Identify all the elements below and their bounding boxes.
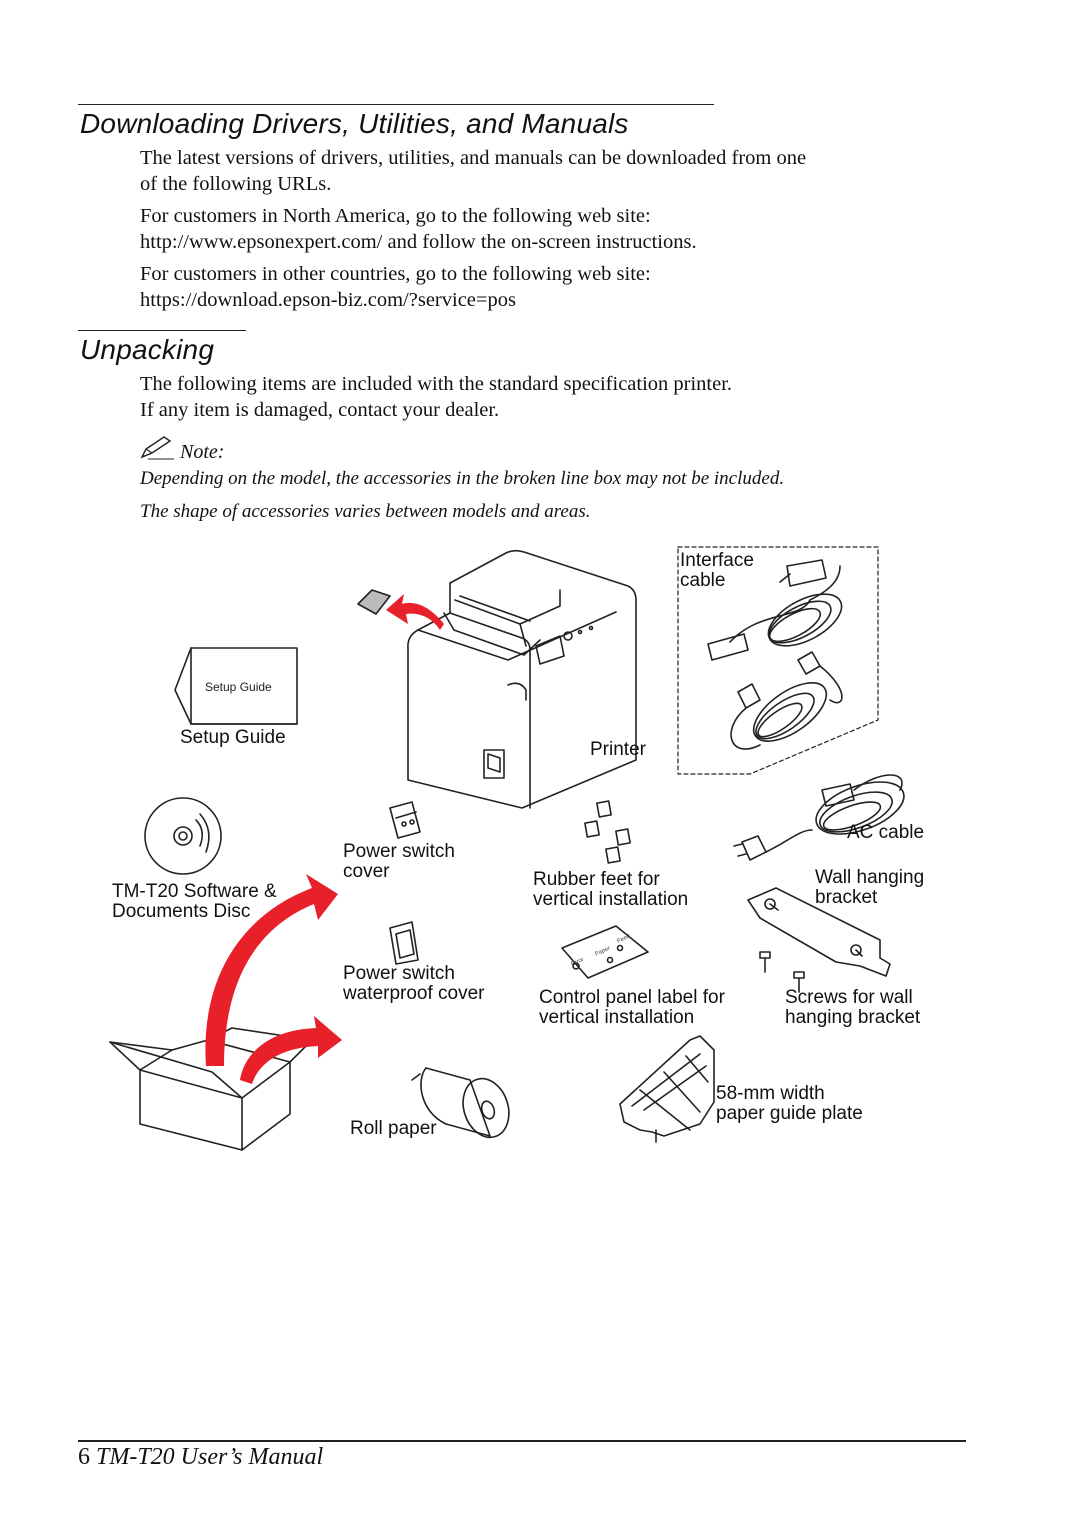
label-line: Power switch: [343, 841, 455, 862]
label-ac-cable: AC cable: [847, 822, 925, 843]
paragraph-line: The following items are included with th…: [140, 373, 733, 395]
label-error-text: Error: [570, 957, 585, 968]
manual-title: TM-T20 User’s Manual: [96, 1444, 324, 1470]
section-heading-downloading: Downloading Drivers, Utilities, and Manu…: [80, 108, 629, 139]
screws-drawing: [759, 951, 805, 993]
label-line: cover: [343, 861, 390, 882]
label-line: Rubber feet for: [533, 869, 660, 890]
note-label: Note:: [180, 441, 225, 463]
paragraph-line: of the following URLs.: [140, 173, 332, 195]
label-interface-cable: Interface cable: [680, 551, 754, 591]
interface-cable-drawing: [707, 559, 843, 750]
printer-drawing: [407, 549, 637, 809]
note-text-line: The shape of accessories varies between …: [140, 501, 591, 522]
pencil-icon: [140, 436, 174, 460]
label-line: paper guide plate: [716, 1103, 863, 1124]
ac-cable-drawing: [733, 774, 905, 861]
section-heading-unpacking: Unpacking: [80, 334, 215, 365]
label-line: Screws for wall: [785, 987, 913, 1008]
setup-guide-booklet: [174, 647, 298, 725]
page-number: 6: [78, 1444, 90, 1470]
red-arrow-paper-out: [386, 594, 444, 630]
paragraph-line: If any item is damaged, contact your dea…: [140, 399, 500, 421]
page-footer: 6 TM-T20 User’s Manual: [78, 1444, 323, 1471]
label-roll-paper: Roll paper: [350, 1118, 437, 1139]
waterproof-cover-drawing: [389, 921, 419, 965]
label-rubber-feet: Rubber feet for vertical installation: [533, 870, 688, 910]
note-text-line: Depending on the model, the accessories …: [140, 468, 785, 489]
roll-paper-drawing: [411, 1067, 510, 1139]
label-waterproof-cover: Power switch waterproof cover: [343, 964, 485, 1004]
label-line: vertical installation: [539, 1007, 695, 1028]
heading-rule-1: [78, 104, 714, 105]
label-line: Interface: [680, 550, 754, 571]
optional-items-dashed-box: [677, 546, 879, 775]
label-line: TM-T20 Software &: [112, 881, 277, 902]
heading-rule-2: [78, 330, 246, 331]
label-line: cable: [680, 570, 726, 591]
red-arrow-small: [240, 1016, 342, 1084]
label-software-disc: TM-T20 Software & Documents Disc: [112, 882, 277, 922]
label-line: vertical installation: [533, 889, 689, 910]
label-feed-text: Feed: [616, 934, 631, 945]
label-power-switch-cover: Power switch cover: [343, 842, 455, 882]
label-paper-guide: 58-mm width paper guide plate: [716, 1084, 863, 1124]
wall-bracket-drawing: [747, 887, 891, 977]
setup-guide-cover-text: Setup Guide: [205, 680, 272, 694]
label-screws: Screws for wall hanging bracket: [785, 988, 920, 1028]
control-panel-label-drawing: [561, 925, 649, 979]
label-paper-text: Paper: [594, 946, 611, 958]
label-line: waterproof cover: [343, 983, 485, 1004]
url-north-america: http://www.epsonexpert.com/ and follow t…: [140, 231, 697, 253]
label-control-panel: Control panel label for vertical install…: [539, 988, 725, 1028]
label-line: Documents Disc: [112, 901, 251, 922]
label-line: 58-mm width: [716, 1083, 825, 1104]
paper-strip: [357, 589, 391, 615]
red-arrow-big: [205, 874, 338, 1066]
power-switch-cover-drawing: [389, 801, 421, 839]
label-line: Control panel label for: [539, 987, 725, 1008]
label-line: bracket: [815, 887, 878, 908]
label-wall-bracket: Wall hanging bracket: [815, 868, 924, 908]
label-line: Power switch: [343, 963, 455, 984]
paragraph-line: The latest versions of drivers, utilitie…: [140, 147, 807, 169]
software-disc-drawing: [144, 797, 222, 875]
url-other-countries: https://download.epson-biz.com/?service=…: [140, 289, 516, 311]
label-setup-guide: Setup Guide: [180, 727, 286, 748]
label-line: Wall hanging: [815, 867, 925, 888]
rubber-feet-drawing: [584, 800, 631, 864]
paragraph-line: For customers in other countries, go to …: [140, 263, 651, 285]
footer-rule: [78, 1440, 966, 1442]
label-printer: Printer: [590, 739, 646, 760]
label-line: hanging bracket: [785, 1007, 921, 1028]
paper-guide-plate-drawing: [619, 1035, 715, 1143]
paragraph-line: For customers in North America, go to th…: [140, 205, 651, 227]
